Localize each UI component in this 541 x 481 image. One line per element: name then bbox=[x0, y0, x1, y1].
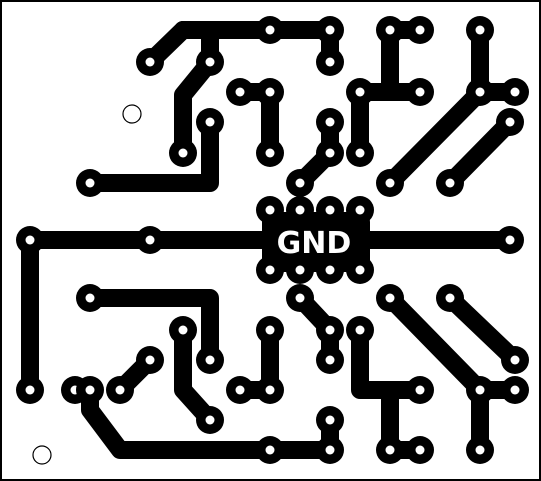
mounting-hole bbox=[122, 104, 142, 124]
drill-hole bbox=[85, 178, 95, 188]
drill-hole bbox=[205, 415, 215, 425]
drill-hole bbox=[475, 25, 485, 35]
drill-hole bbox=[295, 178, 305, 188]
drill-hole bbox=[85, 293, 95, 303]
drill-hole bbox=[205, 355, 215, 365]
drill-hole bbox=[265, 445, 275, 455]
drill-hole bbox=[445, 293, 455, 303]
drill-hole bbox=[295, 265, 305, 275]
drill-hole bbox=[295, 205, 305, 215]
drill-hole bbox=[325, 325, 335, 335]
drill-hole bbox=[475, 87, 485, 97]
drill-hole bbox=[510, 87, 520, 97]
drill-hole bbox=[265, 385, 275, 395]
drill-hole bbox=[85, 385, 95, 395]
trace bbox=[81, 113, 219, 192]
drill-hole bbox=[145, 235, 155, 245]
drill-hole bbox=[325, 57, 335, 67]
drill-hole bbox=[385, 178, 395, 188]
drill-hole bbox=[385, 293, 395, 303]
drill-hole bbox=[510, 355, 520, 365]
drill-hole bbox=[415, 385, 425, 395]
drill-hole bbox=[145, 57, 155, 67]
drill-hole bbox=[355, 87, 365, 97]
drill-hole bbox=[265, 148, 275, 158]
drill-hole bbox=[325, 205, 335, 215]
drill-hole bbox=[145, 355, 155, 365]
drill-hole bbox=[415, 445, 425, 455]
drill-hole bbox=[355, 265, 365, 275]
trace bbox=[441, 289, 524, 369]
drill-hole bbox=[325, 445, 335, 455]
trace bbox=[381, 289, 489, 399]
drill-hole bbox=[265, 265, 275, 275]
mounting-hole bbox=[32, 445, 52, 465]
drill-hole bbox=[265, 87, 275, 97]
drill-hole bbox=[505, 117, 515, 127]
drill-hole bbox=[265, 205, 275, 215]
drill-hole bbox=[235, 385, 245, 395]
drill-hole bbox=[325, 117, 335, 127]
trace bbox=[381, 83, 489, 192]
drill-hole bbox=[295, 293, 305, 303]
drill-hole bbox=[475, 385, 485, 395]
drill-hole bbox=[205, 57, 215, 67]
drill-hole bbox=[385, 25, 395, 35]
trace bbox=[441, 113, 519, 192]
drill-hole bbox=[265, 325, 275, 335]
drill-hole bbox=[325, 265, 335, 275]
drill-hole bbox=[325, 415, 335, 425]
drill-hole bbox=[415, 87, 425, 97]
drill-hole bbox=[115, 385, 125, 395]
drill-hole bbox=[510, 385, 520, 395]
drill-hole bbox=[475, 445, 485, 455]
drill-hole bbox=[325, 25, 335, 35]
trace bbox=[351, 321, 429, 399]
drill-hole bbox=[355, 325, 365, 335]
drill-hole bbox=[415, 25, 425, 35]
drill-hole bbox=[25, 385, 35, 395]
drill-hole bbox=[355, 205, 365, 215]
drill-hole bbox=[265, 25, 275, 35]
gnd-pad bbox=[262, 212, 370, 272]
trace bbox=[81, 289, 219, 369]
drill-hole bbox=[325, 355, 335, 365]
drill-hole bbox=[178, 148, 188, 158]
drill-hole bbox=[445, 178, 455, 188]
drill-hole bbox=[178, 325, 188, 335]
drill-hole bbox=[355, 148, 365, 158]
drill-hole bbox=[325, 148, 335, 158]
drill-hole bbox=[505, 235, 515, 245]
drill-hole bbox=[235, 87, 245, 97]
drill-hole bbox=[385, 445, 395, 455]
drill-hole bbox=[25, 235, 35, 245]
solder-pads bbox=[16, 16, 529, 464]
gnd-label: GND bbox=[277, 226, 352, 261]
trace bbox=[174, 53, 219, 162]
drill-hole bbox=[205, 117, 215, 127]
